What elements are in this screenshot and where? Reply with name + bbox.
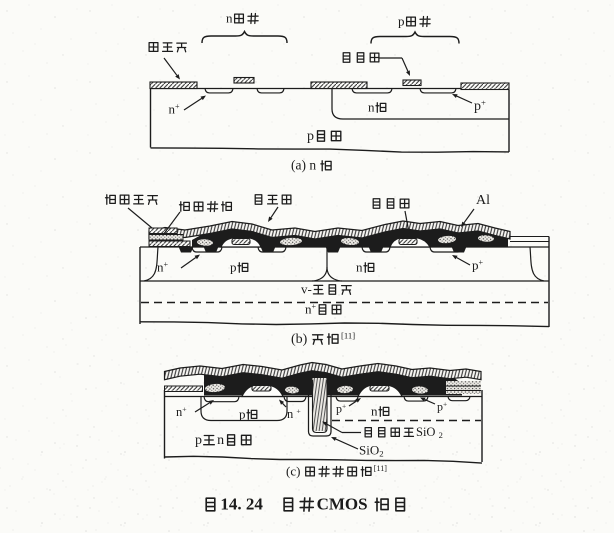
svg-text:+: + bbox=[182, 405, 187, 414]
svg-text:SiO: SiO bbox=[359, 442, 379, 457]
svg-text:+: + bbox=[296, 407, 301, 416]
svg-text:(a) n: (a) n bbox=[291, 158, 316, 173]
svg-text:(c): (c) bbox=[286, 463, 300, 478]
svg-text:n: n bbox=[287, 407, 294, 421]
svg-text:+: + bbox=[342, 401, 346, 410]
svg-text:[11]: [11] bbox=[374, 464, 387, 473]
svg-text:v-: v- bbox=[301, 281, 312, 296]
svg-text:CMOS: CMOS bbox=[317, 494, 368, 513]
svg-text:p: p bbox=[398, 13, 405, 28]
svg-text:SiO: SiO bbox=[416, 425, 435, 439]
svg-text:+: + bbox=[164, 260, 169, 269]
svg-text:n: n bbox=[371, 403, 378, 418]
svg-text:p: p bbox=[195, 433, 202, 448]
svg-text:+: + bbox=[479, 258, 484, 267]
svg-text:p: p bbox=[336, 402, 342, 416]
svg-text:p: p bbox=[472, 257, 479, 272]
svg-text:n: n bbox=[217, 433, 224, 448]
svg-text:n: n bbox=[368, 99, 375, 114]
svg-text:p: p bbox=[230, 259, 237, 274]
svg-text:2: 2 bbox=[439, 430, 443, 440]
svg-text:n: n bbox=[226, 10, 233, 25]
svg-text:n: n bbox=[305, 301, 312, 316]
svg-text:p: p bbox=[307, 129, 314, 144]
svg-text:+: + bbox=[443, 399, 447, 408]
svg-text:n: n bbox=[356, 259, 363, 274]
svg-text:p: p bbox=[239, 406, 246, 421]
svg-text:[11]: [11] bbox=[341, 330, 355, 340]
svg-text:2: 2 bbox=[379, 448, 383, 458]
svg-text:n: n bbox=[157, 259, 164, 274]
svg-text:n: n bbox=[169, 101, 176, 116]
svg-text:Al: Al bbox=[476, 193, 490, 208]
svg-text:(b): (b) bbox=[291, 332, 308, 347]
svg-text:+: + bbox=[312, 302, 317, 311]
svg-text:n: n bbox=[176, 405, 183, 419]
svg-text:p: p bbox=[437, 400, 443, 414]
svg-text:+: + bbox=[175, 102, 180, 111]
svg-text:+: + bbox=[481, 97, 486, 107]
svg-text:14. 24: 14. 24 bbox=[220, 494, 263, 513]
svg-text:p: p bbox=[474, 99, 481, 114]
